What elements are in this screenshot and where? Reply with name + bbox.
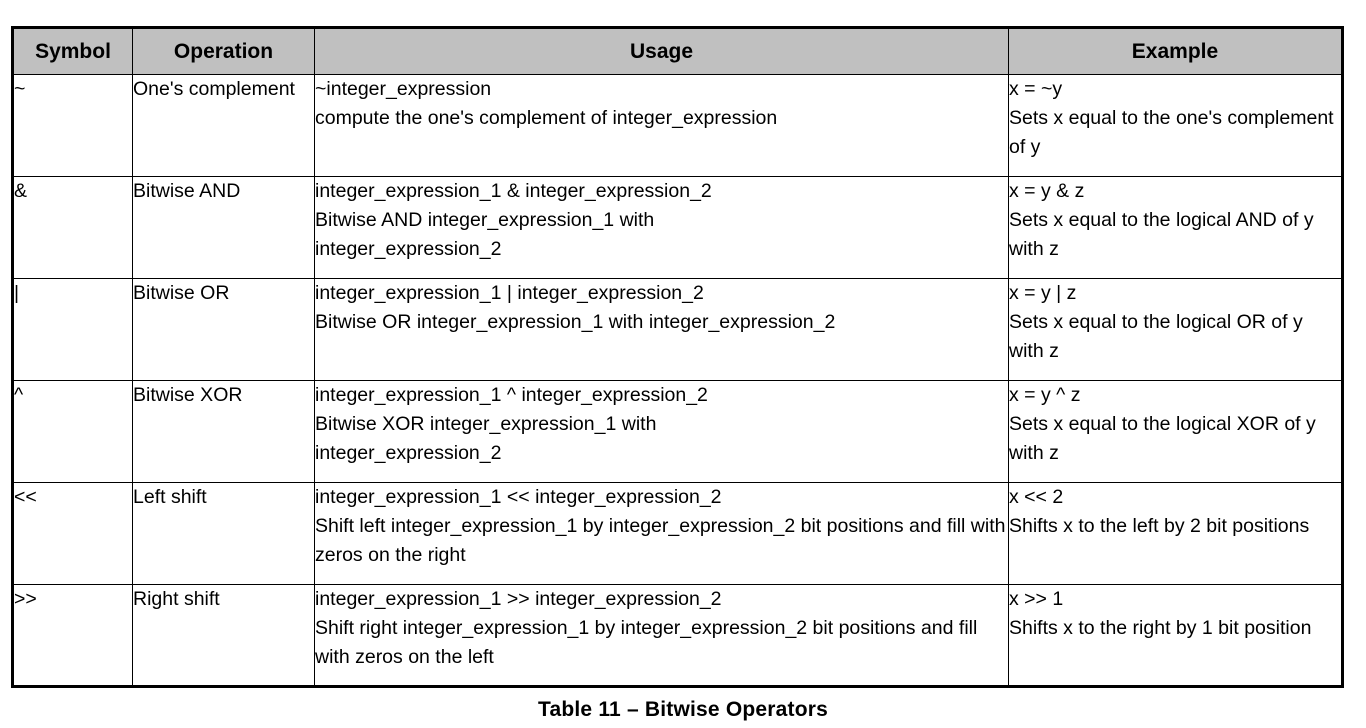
column-header-operation: Operation — [132, 26, 315, 75]
cell-example: x = y | z Sets x equal to the logical OR … — [1008, 278, 1344, 381]
cell-usage: integer_expression_1 & integer_expressio… — [314, 176, 1009, 279]
column-header-symbol: Symbol — [11, 26, 133, 75]
usage-line: Shift left integer_expression_1 by integ… — [315, 515, 1006, 566]
cell-symbol: ~ — [11, 74, 133, 177]
example-line: x = y ^ z — [1009, 384, 1081, 406]
cell-symbol: & — [11, 176, 133, 279]
table-header-row: Symbol Operation Usage Example — [11, 26, 1344, 75]
example-line: x = y | z — [1009, 282, 1077, 304]
example-line: Shifts x to the right by 1 bit position — [1009, 617, 1312, 639]
column-header-usage: Usage — [314, 26, 1009, 75]
cell-example: x = ~y Sets x equal to the one's compleme… — [1008, 74, 1344, 177]
cell-usage: integer_expression_1 ^ integer_expressio… — [314, 380, 1009, 483]
cell-operation: Left shift — [132, 482, 315, 585]
cell-symbol: >> — [11, 584, 133, 688]
column-header-example: Example — [1008, 26, 1344, 75]
cell-example: x = y & z Sets x equal to the logical AND… — [1008, 176, 1344, 279]
usage-line: integer_expression_1 & integer_expressio… — [315, 180, 712, 202]
cell-operation: Bitwise AND — [132, 176, 315, 279]
table-header: Symbol Operation Usage Example — [11, 26, 1344, 75]
usage-line: integer_expression_1 ^ integer_expressio… — [315, 384, 708, 406]
example-line: x = y & z — [1009, 180, 1085, 202]
cell-usage: integer_expression_1 >> integer_expressi… — [314, 584, 1009, 688]
cell-operation: Right shift — [132, 584, 315, 688]
usage-line: Bitwise XOR integer_expression_1 with — [315, 413, 657, 435]
example-line: x << 2 — [1009, 486, 1064, 508]
usage-line: ~integer_expression — [315, 78, 492, 100]
example-line: x >> 1 — [1009, 588, 1064, 610]
cell-symbol: << — [11, 482, 133, 585]
example-line: Sets x equal to the logical OR of y with… — [1009, 311, 1303, 362]
cell-example: x = y ^ z Sets x equal to the logical XOR… — [1008, 380, 1344, 483]
example-line: Sets x equal to the logical AND of y wit… — [1009, 209, 1314, 260]
cell-operation: One's complement — [132, 74, 315, 177]
cell-usage: integer_expression_1 | integer_expressio… — [314, 278, 1009, 381]
cell-symbol: ^ — [11, 380, 133, 483]
table-caption: Table 11 – Bitwise Operators — [538, 698, 828, 721]
usage-line: Bitwise OR integer_expression_1 with int… — [315, 311, 836, 333]
example-line: Sets x equal to the logical XOR of y wit… — [1009, 413, 1316, 464]
usage-line: integer_expression_2 — [315, 442, 502, 464]
usage-line: integer_expression_1 << integer_expressi… — [315, 486, 722, 508]
bitwise-operators-table: Symbol Operation Usage Example ~One's co… — [11, 26, 1344, 688]
example-line: Sets x equal to the one's complement of … — [1009, 107, 1334, 158]
usage-line: Bitwise AND integer_expression_1 with — [315, 209, 655, 231]
usage-line: integer_expression_1 | integer_expressio… — [315, 282, 704, 304]
usage-line: integer_expression_2 — [315, 238, 502, 260]
cell-operation: Bitwise XOR — [132, 380, 315, 483]
usage-line: Shift right integer_expression_1 by inte… — [315, 617, 978, 668]
example-line: Shifts x to the left by 2 bit positions — [1009, 515, 1310, 537]
cell-usage: integer_expression_1 << integer_expressi… — [314, 482, 1009, 585]
cell-example: x << 2 Shifts x to the left by 2 bit posi… — [1008, 482, 1344, 585]
cell-example: x >> 1 Shifts x to the right by 1 bit pos… — [1008, 584, 1344, 688]
cell-symbol: | — [11, 278, 133, 381]
example-line: x = ~y — [1009, 78, 1063, 100]
usage-line: compute the one's complement of integer_… — [315, 107, 778, 129]
usage-line: integer_expression_1 >> integer_expressi… — [315, 588, 722, 610]
cell-operation: Bitwise OR — [132, 278, 315, 381]
